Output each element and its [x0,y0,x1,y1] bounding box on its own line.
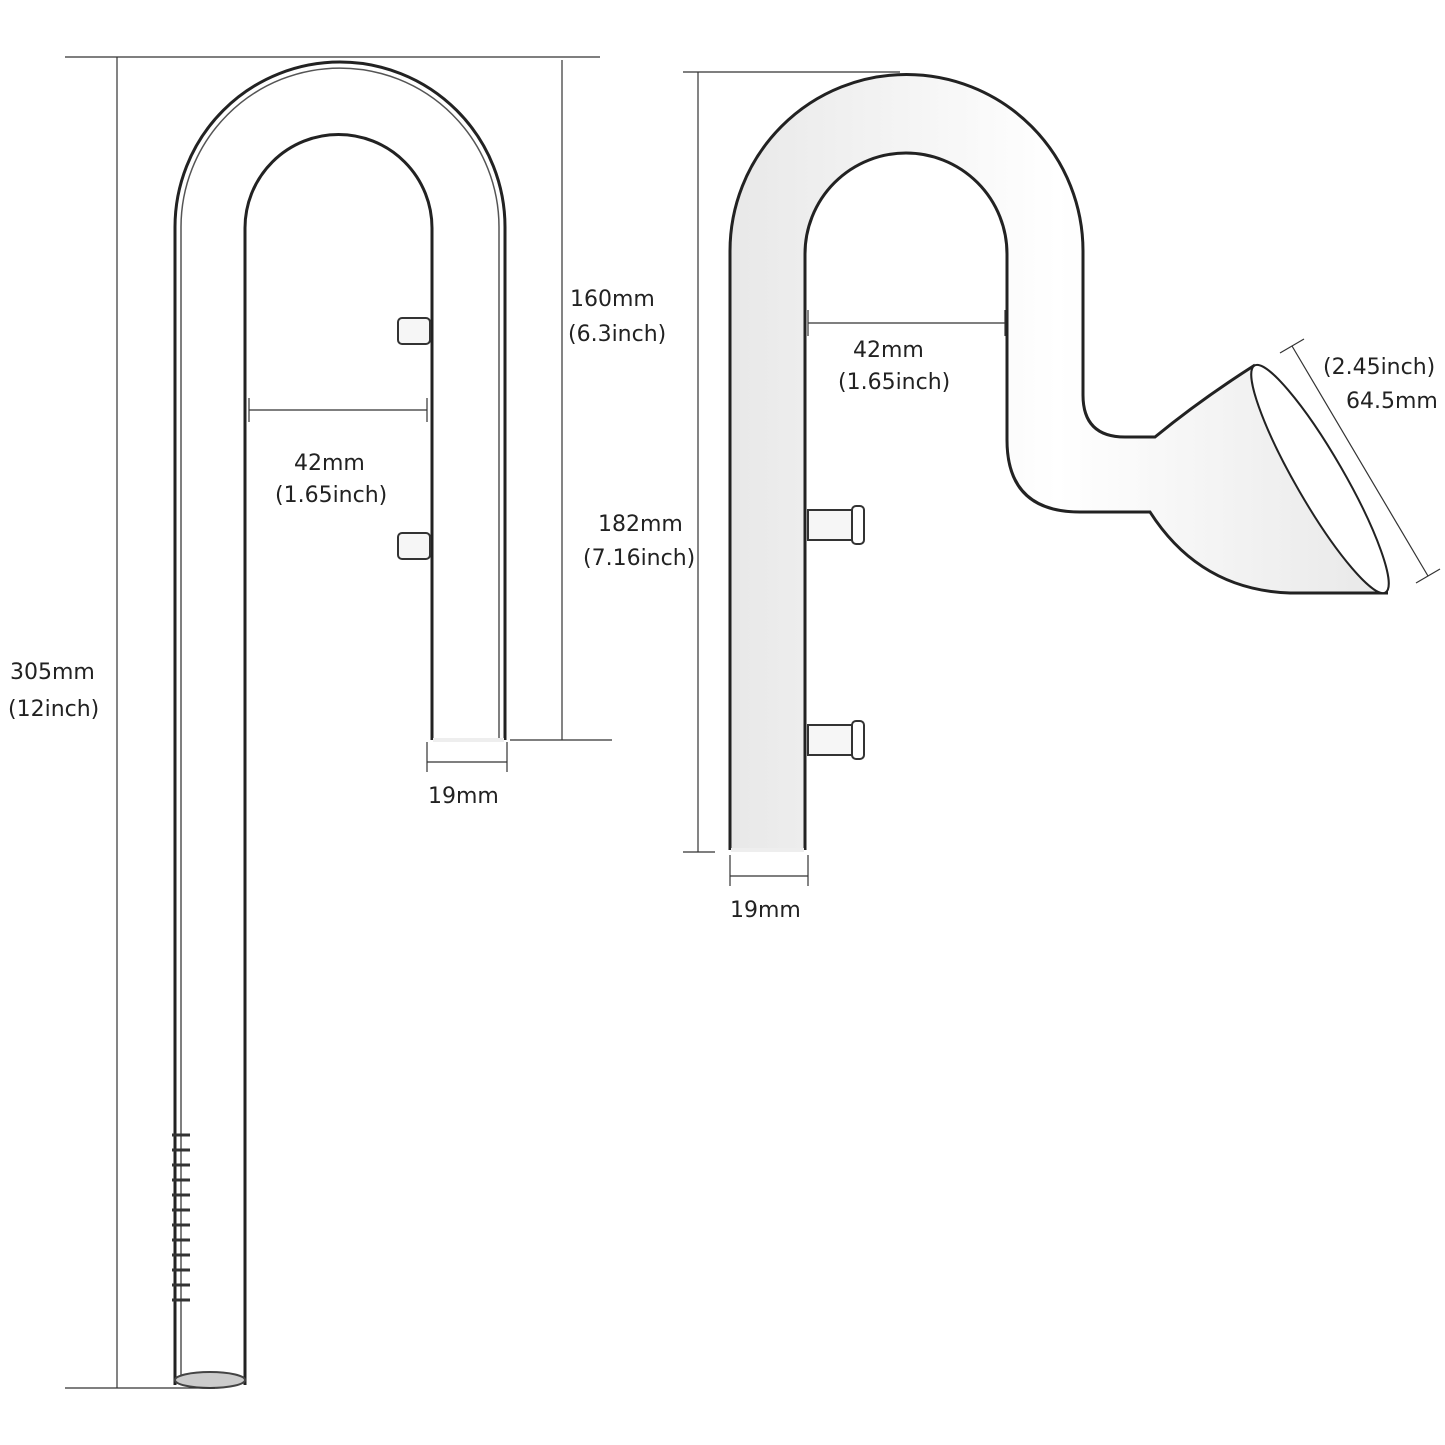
right-height-mm: 182mm [598,512,683,537]
left-short-leg-mm: 160mm [570,287,655,312]
left-gap-inch: (1.65inch) [275,483,387,508]
strainer-slots [172,1133,190,1302]
right-height-inch: (7.16inch) [583,546,695,571]
left-short-leg-inch: (6.3inch) [568,322,666,347]
left-height-inch: (12inch) [8,697,99,722]
mouth-diameter-mm: 64.5mm [1346,389,1438,414]
mouth-diameter-inch: (2.45inch) [1323,355,1435,380]
suction-cup-holders [807,505,865,760]
right-diameter: 19mm [730,898,801,923]
left-intake-pipe [172,60,507,1389]
left-height-mm: 305mm [10,660,95,685]
right-outflow-pipe [728,73,1390,852]
left-gap-mm: 42mm [294,451,365,476]
left-diameter: 19mm [428,784,499,809]
left-dimension-lines [65,56,612,1389]
right-gap-mm: 42mm [853,338,924,363]
suction-cup-holders [397,317,431,560]
right-dimension-lines [683,71,1441,886]
right-gap-inch: (1.65inch) [838,370,950,395]
